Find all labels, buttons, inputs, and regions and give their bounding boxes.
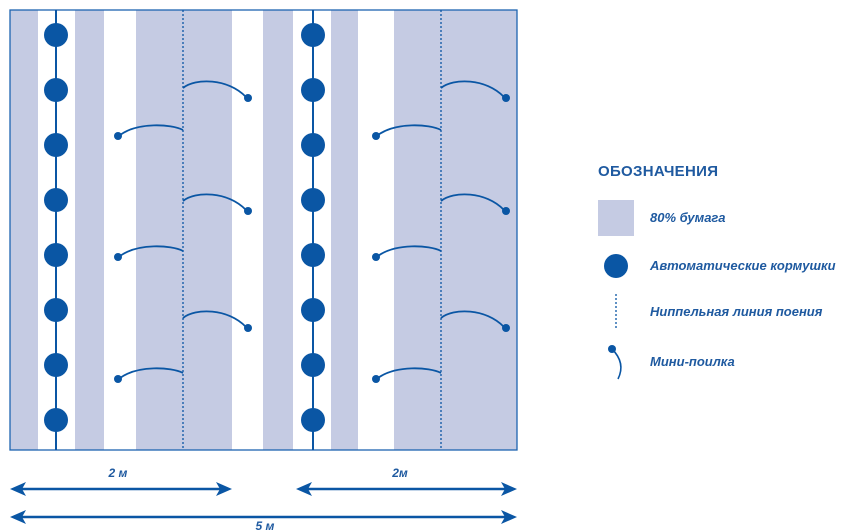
legend-title: ОБОЗНАЧЕНИЯ (598, 163, 719, 180)
drinker-end (372, 132, 380, 140)
drinker-tube (119, 245, 184, 257)
feeder-dot (44, 133, 68, 157)
feeder-dot (44, 243, 68, 267)
feeder-dot (301, 188, 325, 212)
legend-label-drinker: Мини-поилка (650, 354, 735, 369)
feeder-dot (44, 298, 68, 322)
feeder-dot (301, 353, 325, 377)
legend-item-paper: 80% бумага (598, 200, 856, 236)
legend-label-feeder: Автоматические кормушки (650, 258, 836, 273)
arrow-head-right-icon (501, 510, 517, 524)
drinker-tube (440, 310, 505, 328)
mini-drinker-icon (608, 345, 622, 380)
drinker-tube (377, 124, 442, 136)
drinker-tube (182, 310, 247, 328)
left-span-label: 2 м (108, 466, 128, 480)
dimension-arrows (10, 482, 517, 524)
paper-strip (136, 10, 232, 450)
feeder-dot (301, 133, 325, 157)
feeder-dot (301, 78, 325, 102)
drinker-end (244, 324, 252, 332)
drinker-end (372, 253, 380, 261)
right-span-label: 2м (391, 466, 408, 480)
drinker-end (114, 375, 122, 383)
drinker-end (244, 207, 252, 215)
drinker-tube (182, 80, 247, 98)
total-span-label: 5 м (256, 519, 275, 531)
drinker-end (372, 375, 380, 383)
drinker-tube (119, 124, 184, 136)
feeder-dot (44, 78, 68, 102)
drinker-tube (182, 193, 247, 211)
dotted-line-icon (615, 294, 617, 330)
feeder-lines (44, 10, 325, 450)
legend-label-paper: 80% бумага (650, 210, 726, 225)
drinker-tube (377, 367, 442, 379)
paper-strip (263, 10, 293, 450)
arrow-head-left-icon (10, 482, 26, 496)
drinker-tube (377, 245, 442, 257)
feeder-dot (301, 243, 325, 267)
drinker-end (502, 94, 510, 102)
paper-strip (394, 10, 490, 450)
paper-strips (10, 10, 517, 450)
legend-item-drinker: Мини-поилка (598, 345, 856, 381)
paper-strip (331, 10, 358, 450)
feeder-dot (44, 23, 68, 47)
arrow-head-left-icon (10, 510, 26, 524)
drinker-tube (440, 80, 505, 98)
nipple-lines (182, 10, 442, 450)
arrow-head-right-icon (216, 482, 232, 496)
feeder-dot (301, 408, 325, 432)
drinker-end (114, 253, 122, 261)
mini-drinkers (114, 80, 510, 383)
drinker-end (502, 324, 510, 332)
feeder-dot (44, 408, 68, 432)
barn-frame (9, 9, 518, 451)
drinker-tube (119, 367, 184, 379)
drinker-end (244, 94, 252, 102)
feeder-dot (301, 23, 325, 47)
feeder-dot-icon (604, 254, 628, 278)
legend-label-nipple: Ниппельная линия поения (650, 304, 823, 319)
paper-strip (10, 10, 38, 450)
paper-swatch-icon (598, 200, 634, 236)
paper-strip (75, 10, 104, 450)
feeder-dot (301, 298, 325, 322)
feeder-dot (44, 188, 68, 212)
arrow-head-left-icon (296, 482, 312, 496)
paper-strip (489, 10, 517, 450)
drinker-end (502, 207, 510, 215)
arrow-head-right-icon (501, 482, 517, 496)
feeder-dot (44, 353, 68, 377)
drinker-tube (440, 193, 505, 211)
legend-item-nipple: Ниппельная линия поения (598, 294, 856, 330)
drinker-end (114, 132, 122, 140)
legend-item-feeder: Автоматические кормушки (598, 248, 856, 284)
